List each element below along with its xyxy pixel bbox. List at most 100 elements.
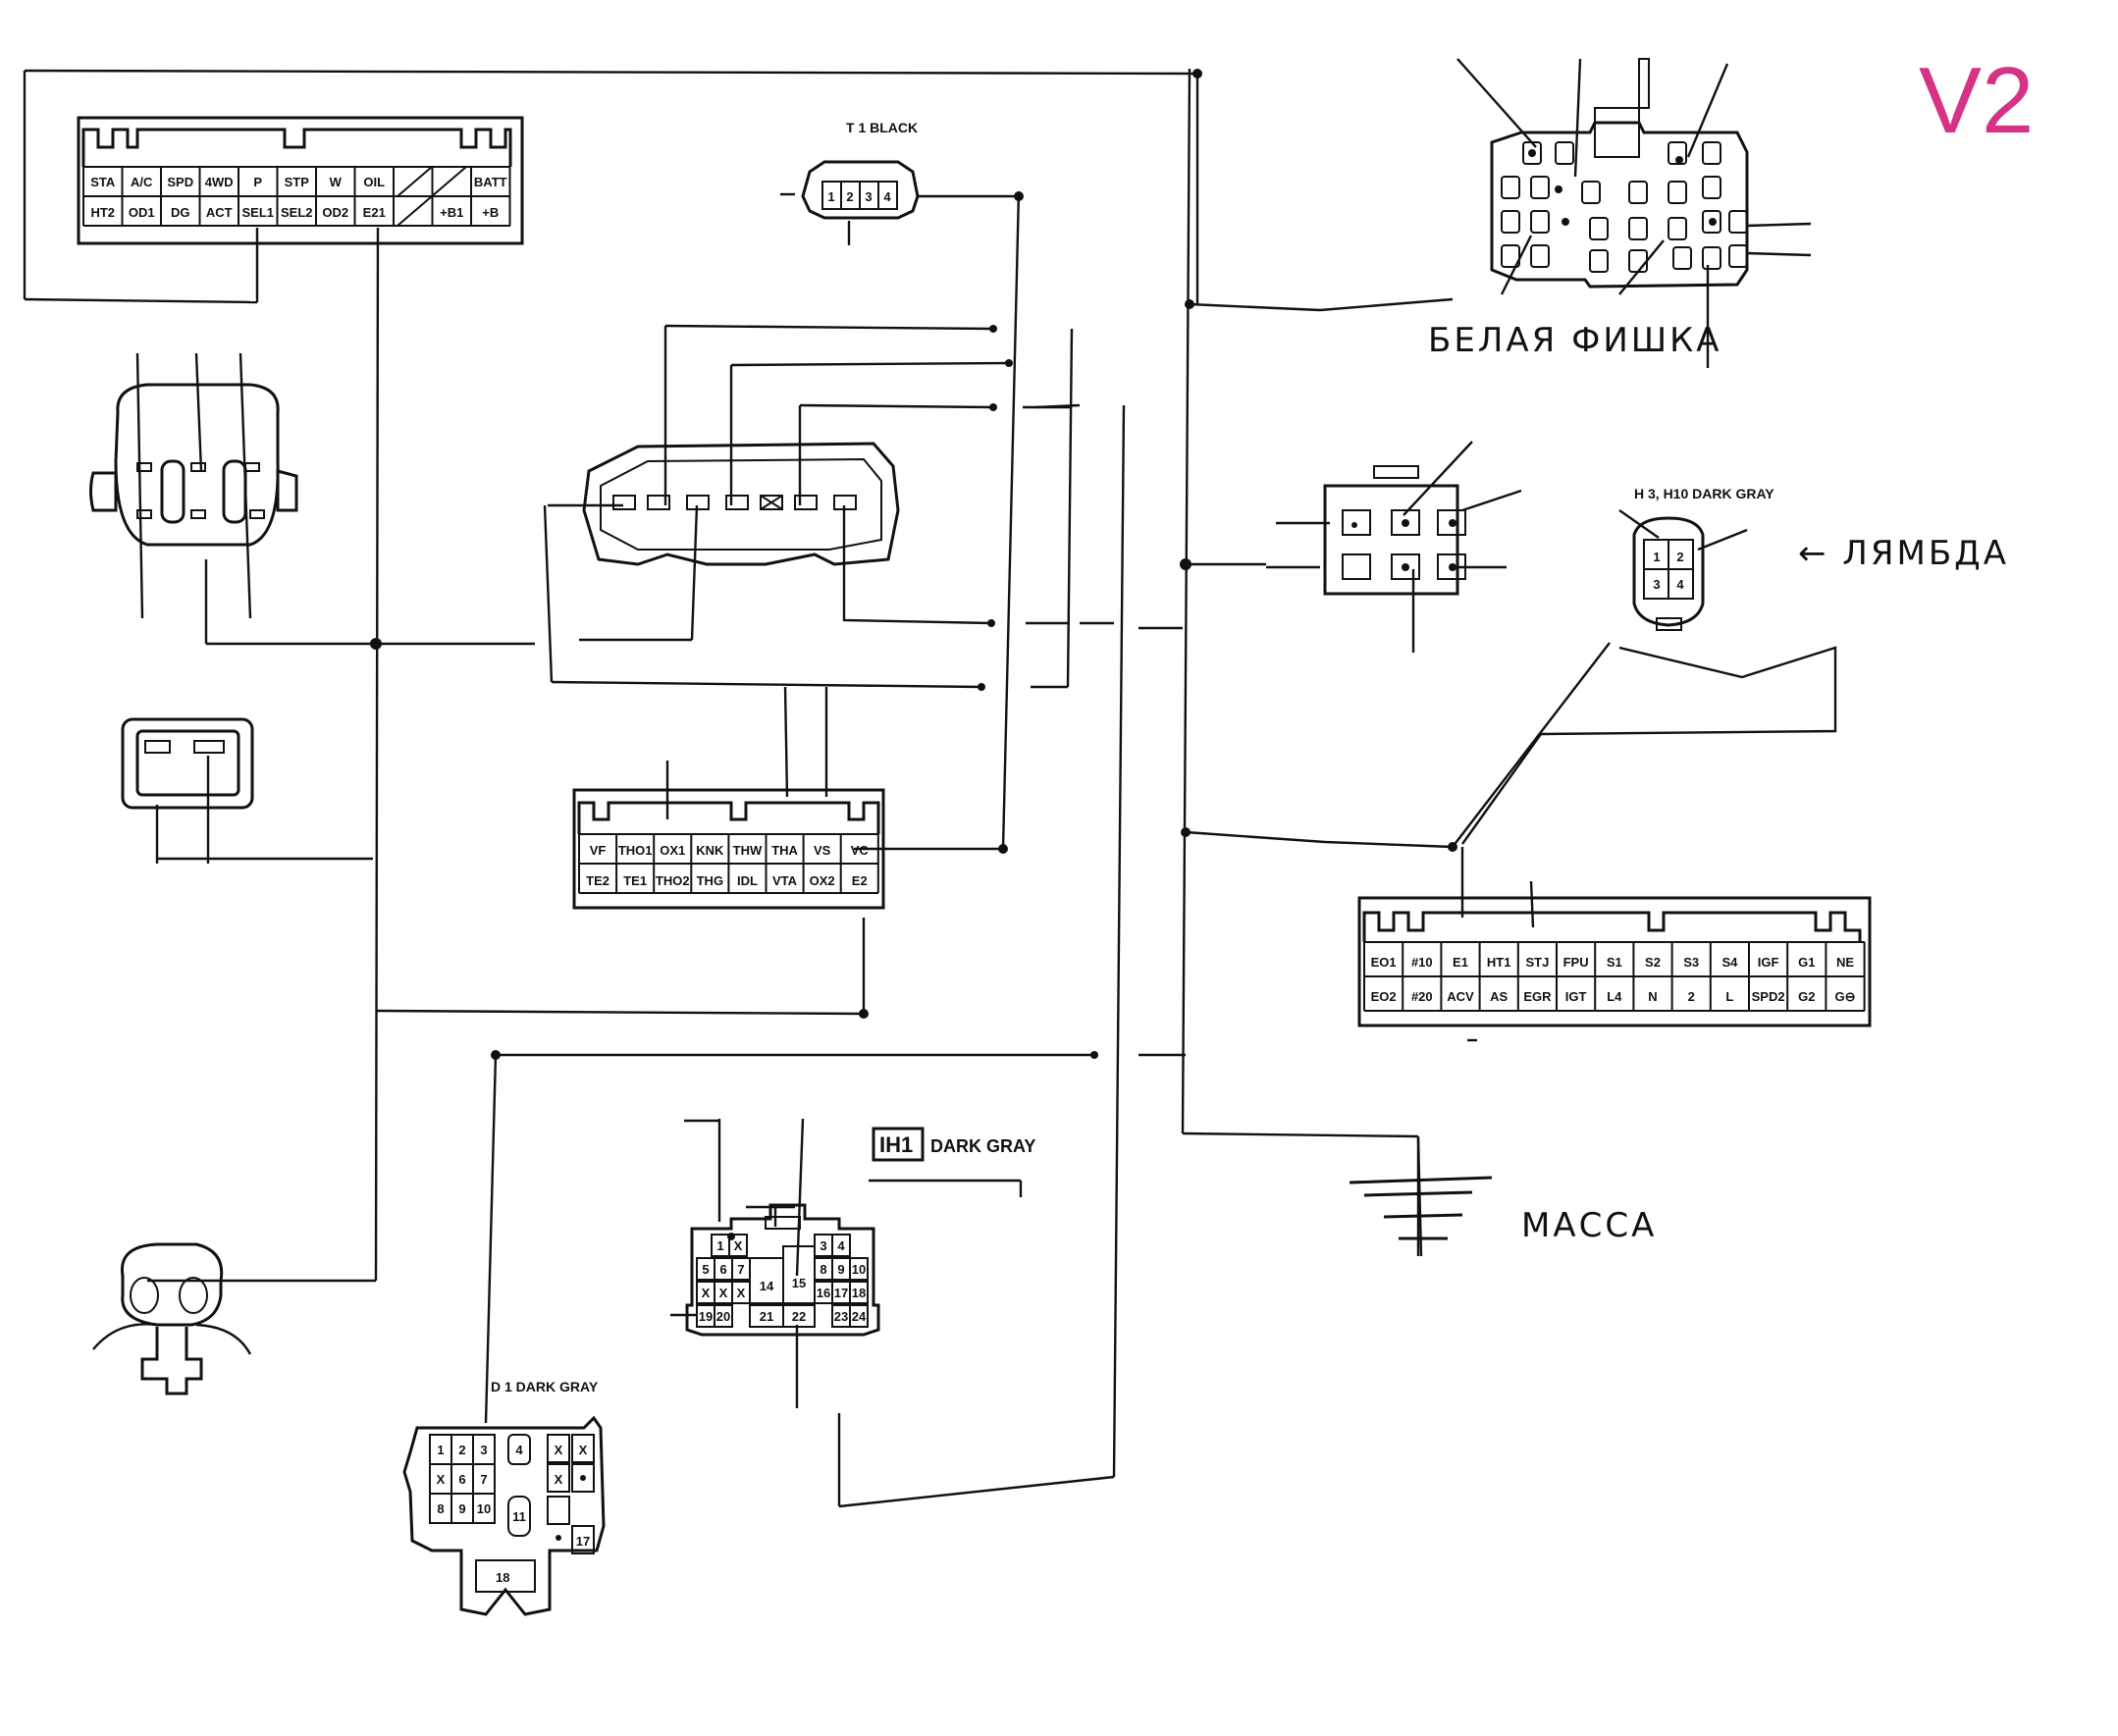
ecu-mid-pin: THO1 bbox=[618, 843, 653, 858]
ih1-pin: 5 bbox=[702, 1262, 709, 1277]
ecu-tl-pin: OD2 bbox=[322, 205, 348, 220]
t1-pin: 2 bbox=[846, 189, 853, 204]
round-sensor bbox=[92, 1242, 252, 1395]
ecu-mid-pin: THG bbox=[697, 873, 723, 888]
ih1-pin: 6 bbox=[719, 1262, 726, 1277]
ecu-right-pin: IGF bbox=[1758, 955, 1779, 970]
ecu-right-pin: NE bbox=[1836, 955, 1854, 970]
ih1-pin: 20 bbox=[716, 1309, 730, 1324]
ecu-tl-pin: +B1 bbox=[440, 205, 463, 220]
d1-label: D 1 DARK GRAY bbox=[491, 1379, 599, 1394]
junction-dots bbox=[370, 69, 1457, 1240]
d1-pin: X bbox=[555, 1443, 563, 1457]
ih1-pin: 23 bbox=[834, 1309, 848, 1324]
ecu-right-pin: ACV bbox=[1447, 989, 1474, 1004]
ecu-right-pin: S3 bbox=[1683, 955, 1699, 970]
ih1-pin: 14 bbox=[760, 1279, 774, 1293]
t1-label: T 1 BLACK bbox=[846, 120, 918, 135]
h3-h10-label: H 3, H10 DARK GRAY bbox=[1634, 486, 1774, 501]
ih1-pin: X bbox=[734, 1238, 743, 1253]
d1-pin: 10 bbox=[477, 1501, 491, 1516]
ecu-right-pin: G⊖ bbox=[1834, 989, 1855, 1004]
d1-pin: 8 bbox=[437, 1501, 444, 1516]
ecu-right-pin: EGR bbox=[1523, 989, 1552, 1004]
ih1-pin: 7 bbox=[737, 1262, 744, 1277]
d1-pin: X bbox=[437, 1472, 446, 1487]
d1-pin: 9 bbox=[458, 1501, 465, 1516]
ecu-right-pin: #10 bbox=[1411, 955, 1433, 970]
ih1-pin: 8 bbox=[820, 1262, 826, 1277]
ih1-pin: 3 bbox=[820, 1238, 826, 1253]
ecu-right-pin: HT1 bbox=[1487, 955, 1511, 970]
ecu-mid-pin: E2 bbox=[852, 873, 868, 888]
ecu-right-pin: AS bbox=[1490, 989, 1508, 1004]
ecu-right-pin: STJ bbox=[1525, 955, 1549, 970]
ecu-tl-pin: SPD bbox=[167, 175, 193, 189]
ecu-tl-pin: OIL bbox=[363, 175, 385, 189]
ih1-pin: 18 bbox=[852, 1286, 866, 1300]
ecu-mid-pin: VF bbox=[590, 843, 607, 858]
white-connector-annotation: БЕЛАЯ ФИШКА bbox=[1428, 321, 1722, 360]
ih1-pin: 1 bbox=[716, 1238, 723, 1253]
plug-two-pin bbox=[121, 717, 254, 810]
ecu-right-pin: L bbox=[1725, 989, 1733, 1004]
d1-pin: 7 bbox=[480, 1472, 487, 1487]
version-label: V2 bbox=[1919, 48, 2034, 153]
ecu-right-pin: SPD2 bbox=[1752, 989, 1785, 1004]
t1-pin: 1 bbox=[827, 189, 834, 204]
h3-pin: 3 bbox=[1653, 577, 1660, 592]
h3-pin: 1 bbox=[1653, 550, 1660, 564]
ih1-label-box: IH1 bbox=[879, 1132, 913, 1157]
d1-pin: X bbox=[555, 1472, 563, 1487]
ecu-mid-pin: THA bbox=[771, 843, 798, 858]
ih1-pin: X bbox=[737, 1286, 746, 1300]
d1-pin: 1 bbox=[437, 1443, 444, 1457]
d1-pin: 17 bbox=[576, 1534, 590, 1549]
ecu-right-pin: S4 bbox=[1721, 955, 1738, 970]
ih1-pin: 9 bbox=[837, 1262, 844, 1277]
plug-top-left bbox=[89, 383, 298, 547]
ih1-pin: 22 bbox=[792, 1309, 806, 1324]
ground-symbol: МАССА bbox=[1349, 1137, 1654, 1257]
central-connector bbox=[582, 442, 900, 566]
d1-pin: 6 bbox=[458, 1472, 465, 1487]
ecu-right-pin: 2 bbox=[1688, 989, 1695, 1004]
ecu-mid-pin: IDL bbox=[737, 873, 758, 888]
t1-pin: 3 bbox=[865, 189, 872, 204]
ecu-tl-pin: SEL2 bbox=[281, 205, 313, 220]
ecu-tl-pin: E21 bbox=[363, 205, 386, 220]
ecu-mid-pin: VC bbox=[851, 843, 870, 858]
ecu-mid-pin: OX2 bbox=[810, 873, 835, 888]
ecu-tl-pin: DG bbox=[171, 205, 190, 220]
t1-pin: 4 bbox=[883, 189, 891, 204]
ecu-tl-pin: P bbox=[253, 175, 262, 189]
ih1-pin: 4 bbox=[837, 1238, 845, 1253]
ecu-mid-pin: VTA bbox=[772, 873, 798, 888]
ecu-tl-pin: SEL1 bbox=[241, 205, 274, 220]
white-connector: БЕЛАЯ ФИШКА bbox=[1428, 58, 1749, 360]
connector-six-pin bbox=[1323, 465, 1466, 596]
ecu-mid-pin: VS bbox=[814, 843, 831, 858]
ecu-tl-pin: A/C bbox=[131, 175, 153, 189]
ecu-tl-pin: W bbox=[330, 175, 343, 189]
ecu-right-pin: G2 bbox=[1798, 989, 1815, 1004]
ecu-right-pin: E1 bbox=[1453, 955, 1468, 970]
ecu-right-pin: IGT bbox=[1565, 989, 1587, 1004]
wires bbox=[23, 58, 1837, 1508]
ih1-pin: 24 bbox=[852, 1309, 867, 1324]
ecu-tl-pin: HT2 bbox=[90, 205, 115, 220]
ecu-tl-pin: STA bbox=[90, 175, 116, 189]
ecu-right-pin: N bbox=[1648, 989, 1657, 1004]
ih1-pin: X bbox=[702, 1286, 711, 1300]
ecu-right-pin: G1 bbox=[1798, 955, 1815, 970]
ecu-tl-pin: OD1 bbox=[129, 205, 155, 220]
ih1-label: DARK GRAY bbox=[930, 1136, 1035, 1156]
ecu-right-pin: S1 bbox=[1607, 955, 1622, 970]
ecu-tl-pin: 4WD bbox=[205, 175, 234, 189]
